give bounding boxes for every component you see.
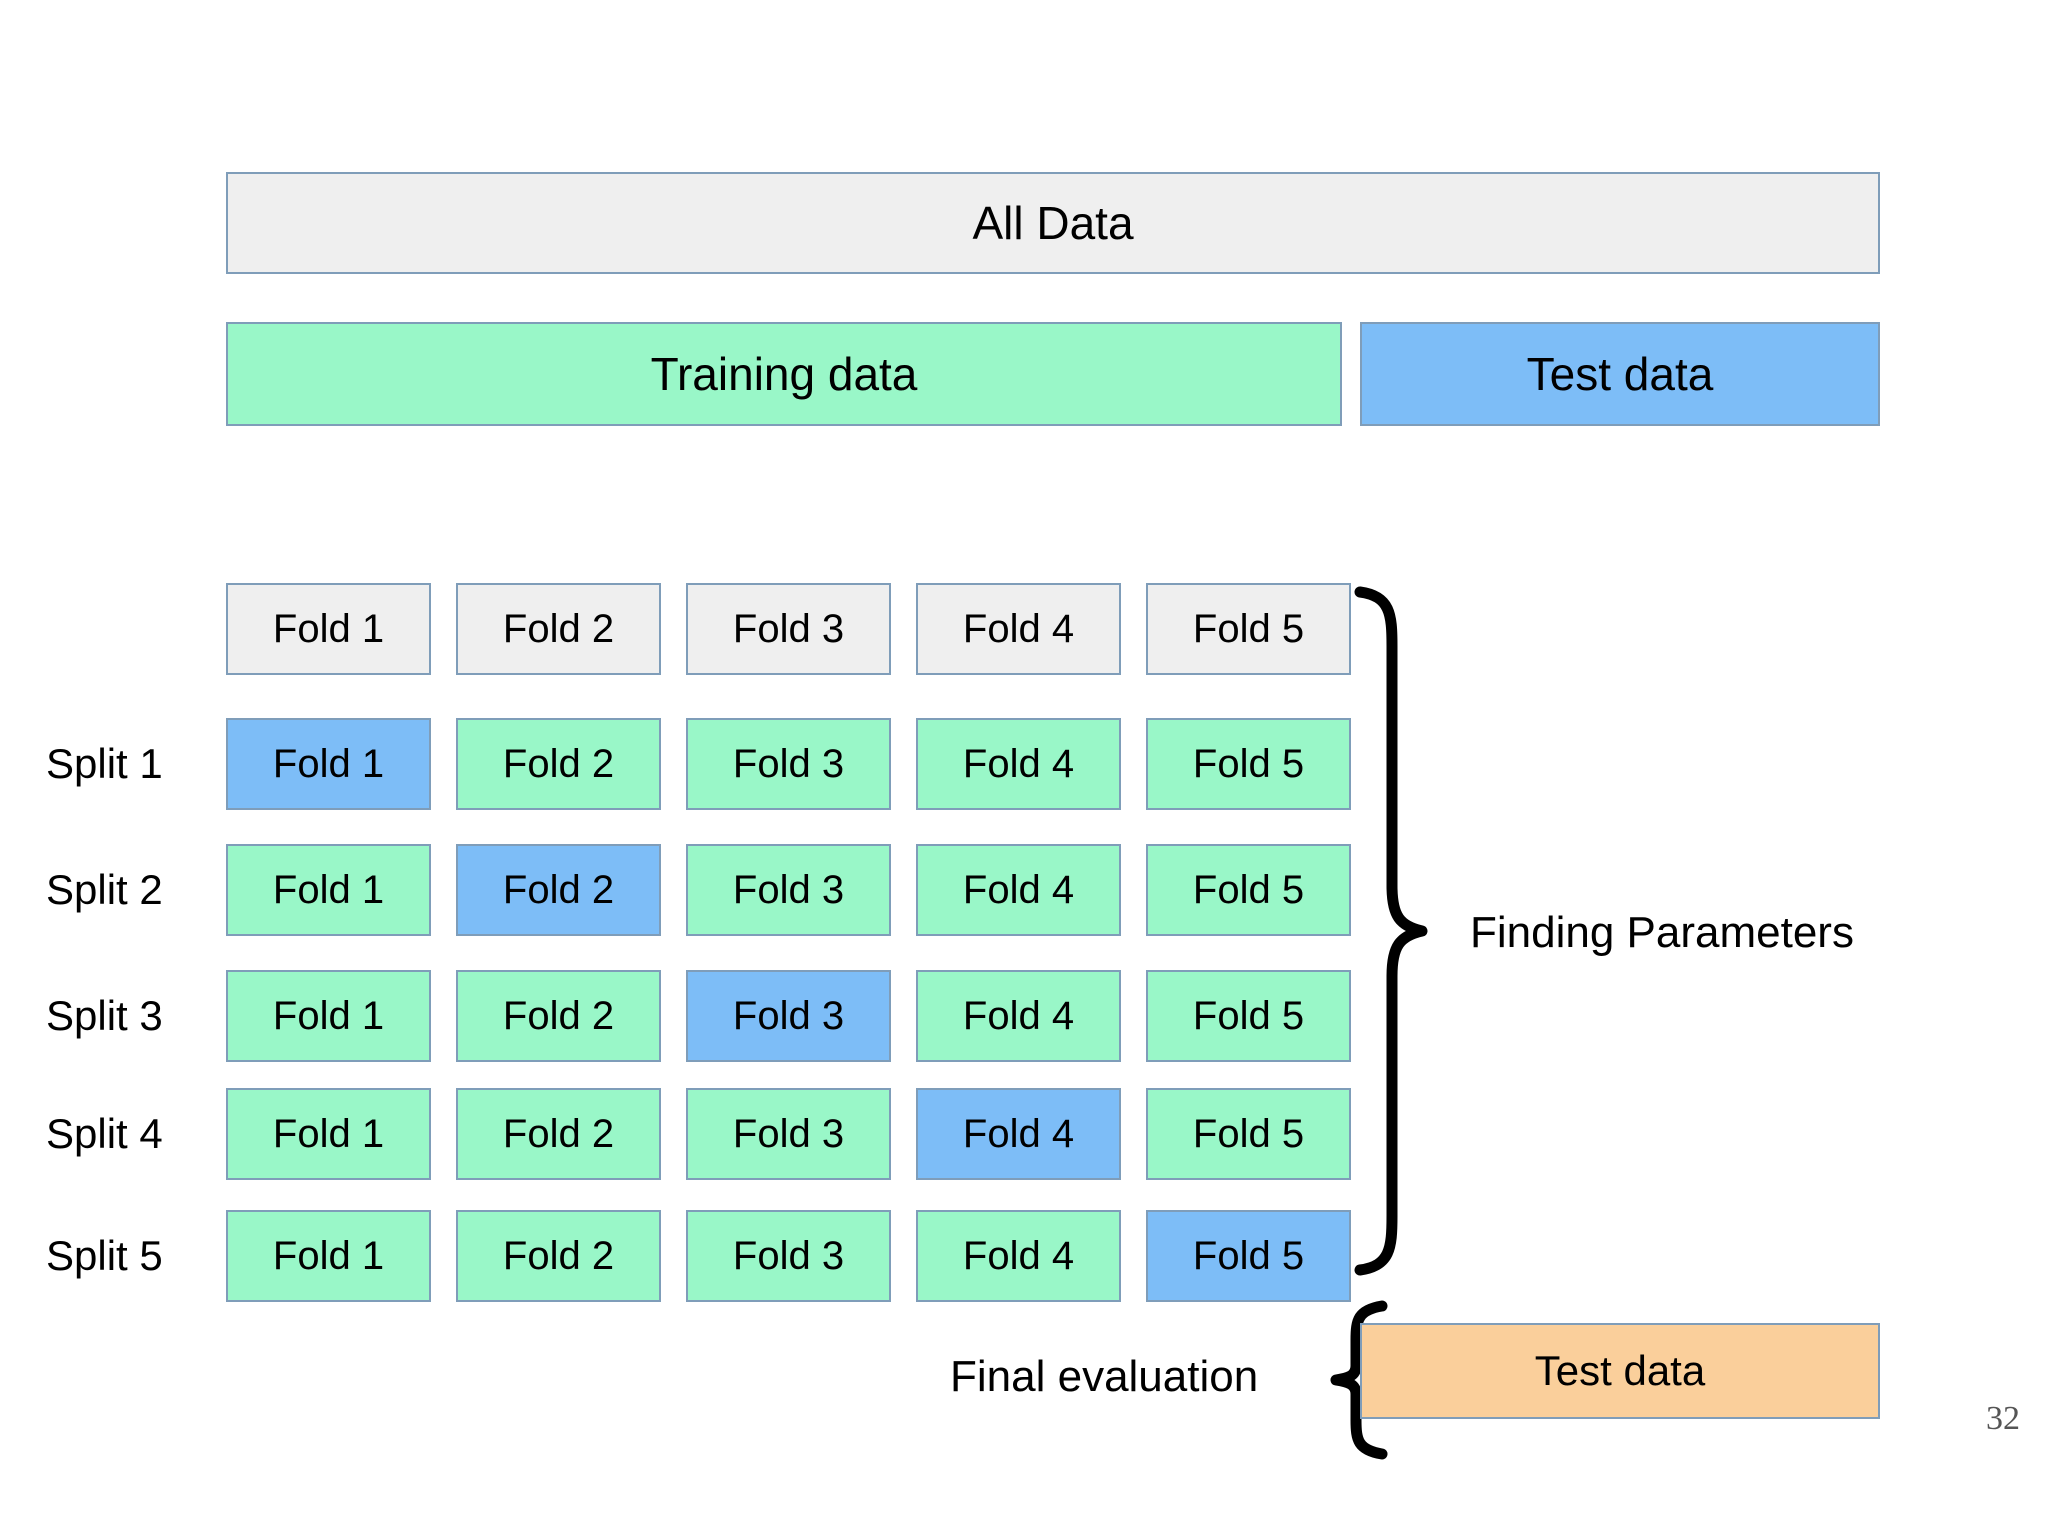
- final-evaluation-label: Final evaluation: [950, 1352, 1259, 1401]
- split-label-5: Split 5: [46, 1232, 163, 1279]
- split-5-fold-3: Fold 3: [686, 1210, 891, 1302]
- page-number: 32: [1986, 1400, 2020, 1437]
- split-1-fold-4: Fold 4: [916, 718, 1121, 810]
- fold-header-cell: Fold 2: [456, 583, 661, 675]
- final-test-data-box: Test data: [1360, 1323, 1880, 1419]
- split-label-2: Split 2: [46, 866, 163, 913]
- split-label-1: Split 1: [46, 740, 163, 787]
- split-3-fold-5: Fold 5: [1146, 970, 1351, 1062]
- split-3-fold-4: Fold 4: [916, 970, 1121, 1062]
- split-3-fold-1: Fold 1: [226, 970, 431, 1062]
- split-label-4: Split 4: [46, 1110, 163, 1157]
- finding-parameters-label: Finding Parameters: [1470, 908, 1854, 957]
- split-2-fold-3: Fold 3: [686, 844, 891, 936]
- split-5-fold-1: Fold 1: [226, 1210, 431, 1302]
- fold-header-cell: Fold 1: [226, 583, 431, 675]
- all-data-box: All Data: [226, 172, 1880, 274]
- split-2-fold-1: Fold 1: [226, 844, 431, 936]
- split-4-fold-5: Fold 5: [1146, 1088, 1351, 1180]
- split-2-fold-5: Fold 5: [1146, 844, 1351, 936]
- split-1-fold-1: Fold 1: [226, 718, 431, 810]
- fold-header-cell: Fold 4: [916, 583, 1121, 675]
- split-4-fold-2: Fold 2: [456, 1088, 661, 1180]
- split-5-fold-2: Fold 2: [456, 1210, 661, 1302]
- split-4-fold-4: Fold 4: [916, 1088, 1121, 1180]
- split-1-fold-2: Fold 2: [456, 718, 661, 810]
- split-3-fold-3: Fold 3: [686, 970, 891, 1062]
- split-label-3: Split 3: [46, 992, 163, 1039]
- curly-brace-icon: [1354, 586, 1428, 1276]
- split-4-fold-3: Fold 3: [686, 1088, 891, 1180]
- split-3-fold-2: Fold 2: [456, 970, 661, 1062]
- split-5-fold-4: Fold 4: [916, 1210, 1121, 1302]
- training-data-box: Training data: [226, 322, 1342, 426]
- split-2-fold-4: Fold 4: [916, 844, 1121, 936]
- split-1-fold-3: Fold 3: [686, 718, 891, 810]
- fold-header-cell: Fold 5: [1146, 583, 1351, 675]
- test-data-box: Test data: [1360, 322, 1880, 426]
- fold-header-cell: Fold 3: [686, 583, 891, 675]
- split-2-fold-2: Fold 2: [456, 844, 661, 936]
- split-1-fold-5: Fold 5: [1146, 718, 1351, 810]
- split-5-fold-5: Fold 5: [1146, 1210, 1351, 1302]
- split-4-fold-1: Fold 1: [226, 1088, 431, 1180]
